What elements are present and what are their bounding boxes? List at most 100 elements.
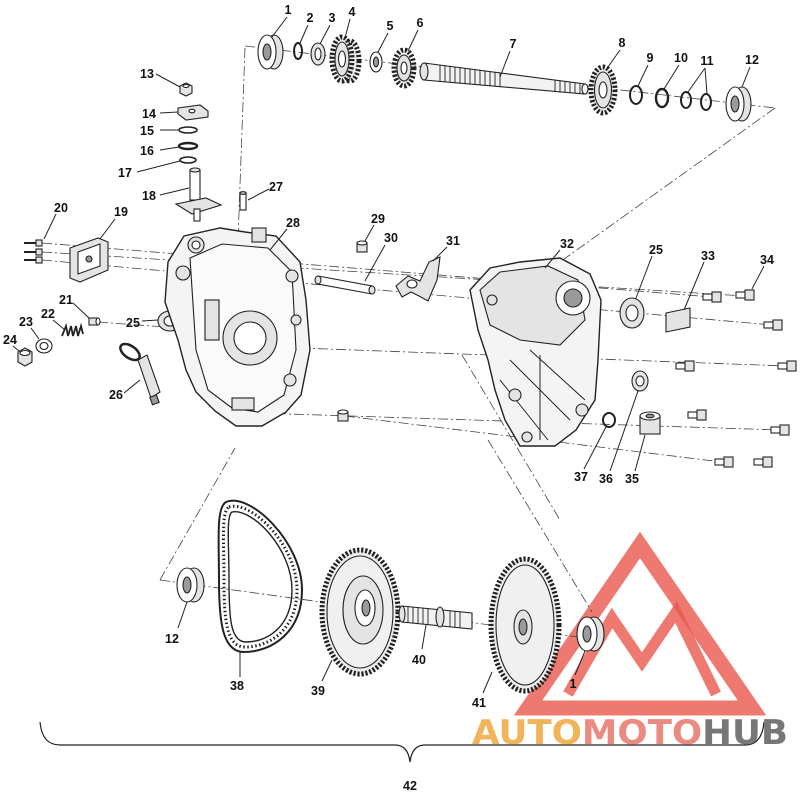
nut-top xyxy=(182,83,190,89)
case-boss-d xyxy=(486,294,498,306)
part-6-gear xyxy=(391,47,417,89)
leader-40 xyxy=(421,624,427,650)
bolt xyxy=(777,360,797,372)
part-5-washer xyxy=(369,51,383,73)
callout-30: 30 xyxy=(384,231,398,245)
shaft-left-end xyxy=(398,605,406,623)
callout-6: 6 xyxy=(417,16,424,30)
leader-31 xyxy=(432,246,448,262)
watermark-triangle-outer xyxy=(513,531,767,716)
bolt xyxy=(753,456,773,468)
sleeve-bore xyxy=(645,413,655,419)
callout-28: 28 xyxy=(286,216,300,230)
callout-16: 16 xyxy=(140,144,154,158)
watermark-text-moto: MOTO xyxy=(582,713,702,753)
leader-27 xyxy=(247,188,270,201)
gear-hub xyxy=(337,50,347,68)
callout-18: 18 xyxy=(142,189,156,203)
shaft-base-plate xyxy=(174,197,223,215)
part-11-rings xyxy=(680,91,712,111)
leader-19 xyxy=(99,218,116,240)
callout-5: 5 xyxy=(387,19,394,33)
callout-39: 39 xyxy=(311,684,325,698)
sensor-ring xyxy=(119,342,141,362)
leader-25-left xyxy=(141,319,159,322)
part-31-shift-fork xyxy=(395,256,441,302)
fork-hub xyxy=(406,279,418,289)
leader-1-top xyxy=(271,16,288,38)
chain-inner xyxy=(227,511,293,643)
leader-26 xyxy=(123,379,141,394)
case-boss-lower xyxy=(283,373,297,387)
ring xyxy=(629,85,643,105)
leader-14 xyxy=(159,111,179,114)
part-35-sleeve xyxy=(639,411,661,435)
leader-25-right xyxy=(635,255,653,299)
callout-32: 32 xyxy=(560,237,574,251)
callout-36: 36 xyxy=(599,472,613,486)
part-34-bolts xyxy=(675,289,797,468)
callout-34: 34 xyxy=(760,253,774,267)
part-18-shift-shaft xyxy=(174,167,223,222)
case-boss-b xyxy=(575,403,589,417)
dowel-top xyxy=(356,240,368,246)
watermark-text-hub: HUB xyxy=(702,713,788,753)
callout-21: 21 xyxy=(59,293,73,307)
part-1-bearing-bottom xyxy=(576,616,605,652)
leader-36 xyxy=(609,390,639,472)
leader-6 xyxy=(407,29,419,52)
ring xyxy=(177,141,199,151)
part-40-shaft xyxy=(398,605,473,630)
bolt xyxy=(714,456,734,468)
part-2-snap-ring xyxy=(293,42,303,60)
part-41-gear xyxy=(488,556,562,694)
callout-25-left: 25 xyxy=(126,316,140,330)
bolt xyxy=(702,291,722,303)
leader-7 xyxy=(499,50,511,78)
leader-13 xyxy=(155,73,181,88)
callout-1-bottom: 1 xyxy=(570,677,577,691)
part-30-rod xyxy=(314,275,376,295)
rod-left-end xyxy=(314,275,322,285)
pin-top xyxy=(239,191,247,195)
case-port-inner xyxy=(563,288,583,308)
part-10-ring xyxy=(654,87,670,109)
callout-labels: 1 2 3 4 5 6 7 8 9 10 11 12 13 14 15 16 1… xyxy=(3,3,774,793)
watermark-text-auto: AUTO xyxy=(472,713,582,753)
callout-31: 31 xyxy=(446,234,460,248)
part-3-washer xyxy=(310,42,326,66)
bolt xyxy=(763,319,783,331)
leader-37 xyxy=(583,426,607,470)
leader-11b xyxy=(704,67,708,95)
part-39-gear xyxy=(319,547,401,677)
part-22-spring xyxy=(61,322,84,337)
part-27-pin xyxy=(239,191,247,211)
bolt xyxy=(735,289,755,301)
callout-8: 8 xyxy=(619,36,626,50)
part-14-plate xyxy=(177,104,209,121)
part-28-left-case xyxy=(164,227,311,427)
callout-22: 22 xyxy=(41,307,55,321)
plate-body xyxy=(665,307,691,333)
axis-bottom-left-rise xyxy=(159,447,236,581)
ring xyxy=(654,87,670,109)
leader-12-top xyxy=(741,66,751,88)
case-top-housing xyxy=(479,265,586,346)
leader-30 xyxy=(364,244,386,282)
sensor-tip xyxy=(149,394,160,406)
leader-32 xyxy=(544,249,561,269)
axis-screw-row-2 xyxy=(41,251,746,297)
shaft-body xyxy=(423,62,586,95)
leader-35 xyxy=(634,434,646,472)
part-9-ring xyxy=(629,85,643,105)
nut-top xyxy=(19,349,31,357)
fork-body xyxy=(395,256,441,302)
leader-33 xyxy=(683,261,705,311)
leader-34 xyxy=(751,265,765,290)
part-29-dowel xyxy=(356,240,368,253)
callout-15: 15 xyxy=(140,124,154,138)
axis-right-case-drop xyxy=(461,354,561,521)
callout-25-right: 25 xyxy=(649,243,663,257)
dowel-top xyxy=(337,409,349,415)
callout-35: 35 xyxy=(625,472,639,486)
